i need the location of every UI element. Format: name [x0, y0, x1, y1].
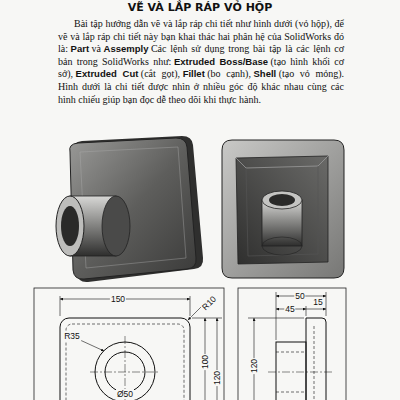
side-view [268, 318, 334, 400]
box-front-render-part [61, 206, 79, 246]
side-view-part [276, 342, 306, 400]
side-view-part [276, 352, 306, 353]
dimension-text: 150 [110, 294, 126, 304]
diameter-callout: Ø50 [116, 389, 134, 399]
side-view-part [276, 392, 306, 393]
drawing-frame-part [34, 288, 224, 400]
dimension-line-part [276, 292, 277, 340]
front-view [60, 318, 190, 400]
box-front-render-part [56, 196, 84, 256]
box-back-render-part [236, 156, 328, 264]
front-view-part [60, 318, 190, 400]
dimension-line [60, 296, 222, 400]
body-text: (cắt gọt), [141, 68, 180, 79]
command-name: Assemply [104, 43, 149, 54]
dimension-line-part [80, 340, 104, 351]
side-view-part [268, 372, 334, 373]
box-back-render-part [236, 156, 328, 168]
radius-callout: R10 [199, 293, 219, 313]
box-front-render-part [70, 138, 196, 279]
box-back-render-part [269, 194, 295, 206]
dimension-text: 100 [200, 354, 210, 370]
command-name: Part [71, 43, 89, 54]
dimension-line-part [217, 318, 218, 400]
box-front-render [56, 136, 203, 282]
dimension-text: 45 [284, 304, 295, 314]
dimension-text: 120 [212, 370, 222, 386]
body-text: (bo cạnh), [207, 68, 251, 79]
dimension-line-part [326, 292, 327, 316]
box-front-render-part [102, 196, 130, 256]
box-back-render-part [222, 140, 344, 278]
radius-callout: R35 [63, 331, 81, 341]
drawing-frame-part [238, 288, 346, 400]
dimension-line-part [192, 318, 222, 319]
dimension-text: 15 [312, 297, 323, 307]
page-heading: VẼ VÀ LẮP RÁP VỎ HỘP [0, 1, 400, 14]
front-view-part [66, 324, 184, 400]
command-name: Extruded Cut [76, 68, 139, 79]
dimension-line-part [306, 306, 307, 316]
box-back-render-part [262, 191, 302, 209]
command-name: Fillet [183, 68, 205, 79]
command-name: Extruded Boss/Base [174, 56, 268, 67]
command-name: Shell [254, 68, 277, 79]
body-text: và [92, 43, 101, 54]
box-back-render [222, 140, 344, 278]
side-view-part [314, 326, 315, 400]
box-back-render-part [246, 166, 318, 256]
dimension-text: 50 [294, 291, 305, 301]
box-back-render-part [262, 237, 302, 255]
dimension-line-part [306, 309, 326, 310]
side-view-part [306, 318, 326, 400]
intro-paragraph: Bài tập hướng dẫn vẽ và lắp ráp chi tiết… [58, 18, 344, 106]
dimension-text: 120 [249, 358, 259, 374]
dimension-line [248, 292, 326, 400]
dimension-line-part [248, 318, 304, 319]
